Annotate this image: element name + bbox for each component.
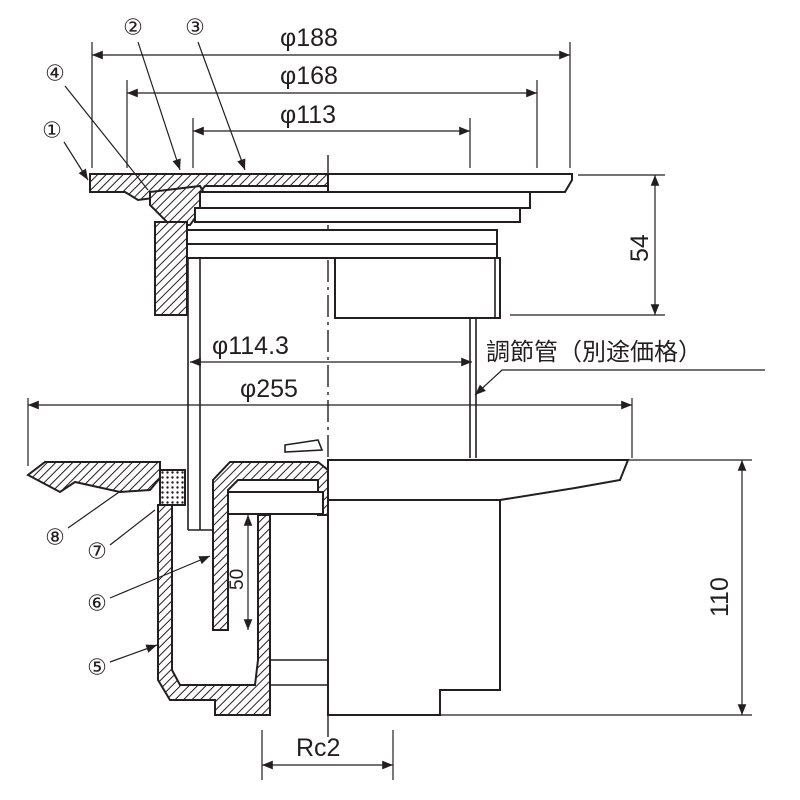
dim-h50: 50 xyxy=(227,569,248,590)
callout-6: ⑥ xyxy=(87,591,107,616)
dim-h110: 110 xyxy=(706,577,734,617)
dim-d255: φ255 xyxy=(240,375,298,403)
callout-1: ① xyxy=(42,118,62,143)
dim-d188: φ188 xyxy=(280,24,338,52)
callout-3: ③ xyxy=(185,15,205,40)
callout-7: ⑦ xyxy=(87,539,107,564)
adjustment-pipe-note: 調節管（別途価格） xyxy=(486,338,702,366)
dimension-lines xyxy=(27,42,765,780)
dim-d114-3: φ114.3 xyxy=(212,332,289,360)
dim-h54: 54 xyxy=(626,234,654,262)
dim-d113: φ113 xyxy=(280,101,336,129)
callout-8: ⑧ xyxy=(45,525,65,550)
callout-2: ② xyxy=(123,15,143,40)
callout-5: ⑤ xyxy=(87,655,107,680)
upper-strainer-assembly xyxy=(89,173,573,319)
dim-d168: φ168 xyxy=(280,62,338,90)
lower-body xyxy=(26,439,630,716)
callout-leaders xyxy=(63,41,246,663)
dim-rc2: Rc2 xyxy=(296,734,340,762)
callout-4: ④ xyxy=(45,61,65,86)
